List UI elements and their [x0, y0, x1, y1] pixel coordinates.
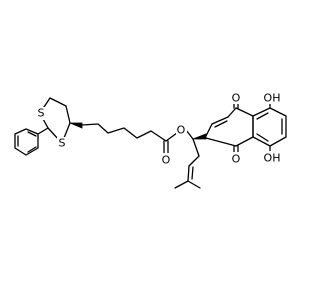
sulfur-atom-1: S	[36, 107, 47, 120]
hydroxyl-bottom-group: OH	[262, 151, 281, 165]
phenyl-ring	[14, 128, 39, 156]
hydroxyl-top-group: OH	[262, 91, 281, 105]
svg-text:O: O	[232, 92, 241, 105]
svg-text:OH: OH	[264, 152, 281, 165]
molecule-diagram: S S O O O O OH OH	[14, 91, 287, 189]
alkyl-chain	[81, 123, 167, 142]
svg-text:S: S	[38, 107, 45, 120]
svg-text:O: O	[162, 154, 171, 167]
quinone-ring	[205, 107, 254, 147]
structure-svg: S S O O O O OH OH	[14, 91, 287, 189]
ester-group	[163, 129, 194, 155]
phenyl-to-dithiane-bond	[37, 127, 49, 135]
quinone-oxygen-top-atom: O	[231, 91, 242, 105]
svg-text:O: O	[177, 124, 186, 137]
svg-text:O: O	[232, 153, 241, 166]
quinone-oxygen-bottom-atom: O	[231, 152, 242, 166]
svg-text:S: S	[59, 137, 66, 150]
svg-text:OH: OH	[264, 92, 281, 105]
ester-carbonyl-oxygen-atom: O	[160, 153, 171, 167]
ester-wedge-bond	[192, 133, 207, 140]
wedge-bond	[69, 122, 83, 129]
ester-oxygen-atom: O	[176, 124, 187, 137]
aromatic-ring	[252, 107, 287, 147]
sulfur-atom-2: S	[57, 137, 68, 150]
prenyl-side-chain	[174, 138, 201, 189]
